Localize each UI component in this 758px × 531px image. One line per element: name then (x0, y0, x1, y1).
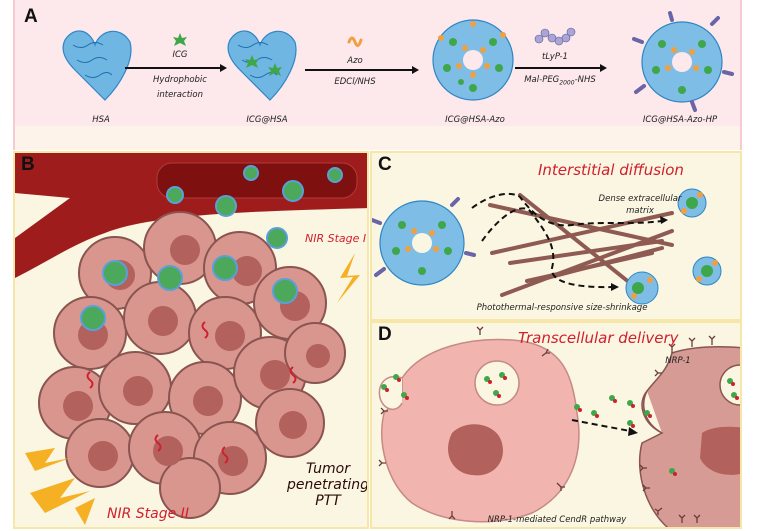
panel-c-interstitial-diffusion: C Interstitial diffusion Dense extracell… (370, 151, 742, 321)
panel-b-tumor-penetration: B NIR Stage I NIR Stage II Tumor penetra… (13, 151, 369, 529)
diffusion-path-arrows (471, 192, 663, 289)
vessel-lumen (156, 162, 358, 199)
panel-a-synthesis: A (13, 0, 742, 150)
right-cell-nucleus (700, 426, 740, 475)
tlyp1-peptide-icon (534, 27, 576, 46)
step3-condition: Mal-PEG2000-NHS (524, 75, 596, 87)
tumor-penetrating-ptt-title: Tumor penetrating PTT (283, 461, 369, 509)
title-line-tumor: Tumor (306, 461, 350, 477)
nanoparticles-in-vessel (166, 165, 343, 217)
matrix-label-line2: matrix (626, 206, 654, 216)
nrp1-receptor-icons (378, 326, 716, 523)
panel-a-graphics (62, 11, 734, 112)
right-cell (638, 346, 740, 527)
species-label-icg-hsa: ICG@HSA (246, 115, 288, 125)
interstitial-diffusion-title: Interstitial diffusion (538, 161, 684, 179)
title-line-ptt: PTT (315, 493, 341, 509)
step2-condition: EDCl/NHS (334, 77, 376, 87)
large-nanoparticle-icon (372, 197, 476, 286)
step1-condition-line1: Hydrophobic (153, 75, 207, 85)
left-cell-nucleus (448, 424, 503, 476)
cendr-pathway-caption: NRP-1-mediated CendR pathway (487, 515, 627, 525)
size-shrinkage-caption: Photothermal-responsive size-shrinkage (476, 303, 648, 313)
transcytosis-arrowhead (628, 427, 638, 436)
panel-d-label: D (378, 324, 392, 345)
nanoparticles-in-tumor (80, 227, 298, 331)
panel-d-transcellular-delivery: D Transcellular delivery NRP-1 NRP-1-med… (370, 321, 742, 529)
left-cell-vesicle (474, 360, 520, 406)
icg-molecule-icon (173, 33, 187, 46)
nir-bolt-stage1-icon (337, 253, 360, 303)
step3-arrow (515, 64, 607, 72)
panel-b-label: B (21, 154, 35, 175)
nrp1-label: NRP-1 (665, 356, 691, 366)
nir-stage2-label: NIR Stage II (107, 506, 189, 522)
species-label-hsa: HSA (92, 115, 110, 125)
panel-c-label: C (378, 154, 392, 175)
icg-hsa-azo-nanoparticle-icon (432, 19, 514, 101)
hsa-protein-icon (62, 30, 132, 101)
step1-condition-line2: interaction (157, 90, 203, 100)
step1-reagent: ICG (172, 50, 188, 60)
step1-arrow (125, 64, 227, 72)
diffusion-arrowhead-top (660, 216, 668, 224)
shrunk-nanoparticle-icons (625, 188, 722, 305)
panel-b-graphics (15, 153, 367, 525)
small-nanoparticles (381, 372, 739, 476)
icg-hsa-azo-hp-nanoparticle-icon (632, 11, 734, 112)
step2-arrow (305, 66, 419, 74)
shrunk-particles-with-peptide (86, 321, 297, 464)
matrix-label-line1: Dense extracellular (598, 194, 682, 204)
species-label-icg-hsa-azo: ICG@HSA-Azo (445, 115, 505, 125)
step3-reagent: tLyP-1 (542, 52, 568, 62)
diffusion-arrowhead-bottom (611, 283, 619, 291)
tumor-cell-nuclei (63, 235, 330, 476)
nir-bolt-stage2-icon (25, 448, 95, 525)
title-line-penetrating: penetrating (287, 477, 369, 493)
panel-a-label: A (24, 6, 38, 27)
azo-linker-icon (347, 36, 363, 47)
transcellular-delivery-title: Transcellular delivery (518, 329, 679, 347)
icg-hsa-complex-icon (227, 30, 297, 101)
transcytosis-arrow (571, 419, 631, 432)
panel-d-graphics (378, 326, 740, 527)
step2-reagent: Azo (347, 56, 363, 66)
nir-stage1-label: NIR Stage I (305, 232, 367, 245)
panel-c-graphics (372, 188, 722, 305)
species-label-icg-hsa-azo-hp: ICG@HSA-Azo-HP (642, 115, 718, 125)
